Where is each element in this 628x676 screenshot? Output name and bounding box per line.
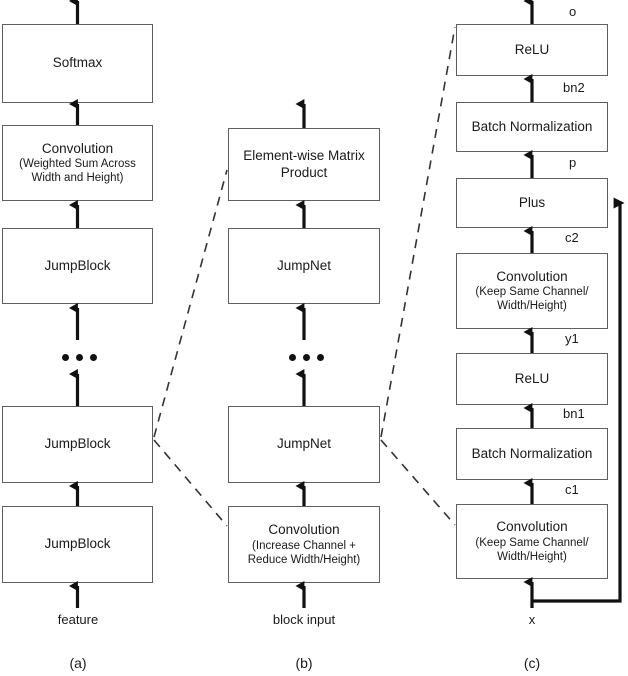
ellipsis-dot [289, 354, 296, 361]
edge-label-bn2: bn2 [563, 80, 585, 95]
node-label: JumpBlock [44, 257, 111, 273]
input-label-feature: feature [57, 612, 99, 627]
node-jumpblock-bottom[interactable]: JumpBlock [2, 506, 153, 583]
edge-label-c2: c2 [565, 230, 579, 245]
node-jumpnet-bottom[interactable]: JumpNet [228, 406, 380, 483]
node-sublabel-line2: Width/Height) [497, 550, 567, 563]
node-jumpblock-top[interactable]: JumpBlock [2, 228, 153, 304]
ellipsis-column-b [289, 354, 324, 361]
input-label-x: x [528, 612, 536, 627]
column-caption-c: (c) [523, 655, 541, 671]
node-convolution-keep-same-1[interactable]: Convolution (Keep Same Channel/ Width/He… [456, 504, 608, 579]
edge-label-c1: c1 [565, 482, 579, 497]
ellipsis-dot [303, 354, 310, 361]
node-plus[interactable]: Plus [456, 178, 608, 228]
node-sublabel-line1: (Weighted Sum Across [19, 158, 136, 171]
node-label: Batch Normalization [471, 445, 593, 461]
node-batch-normalization-2[interactable]: Batch Normalization [456, 102, 608, 152]
node-label: ReLU [514, 370, 550, 386]
ellipsis-dot [317, 354, 324, 361]
node-relu-1[interactable]: ReLU [456, 353, 608, 405]
node-jumpnet-top[interactable]: JumpNet [228, 228, 380, 304]
callout-b-to-c-upper [380, 26, 456, 438]
column-caption-a: (a) [69, 655, 87, 671]
node-label: Convolution [496, 268, 568, 284]
node-label-line2: Product [280, 164, 328, 180]
node-batch-normalization-1[interactable]: Batch Normalization [456, 428, 608, 480]
node-sublabel-line2: Width/Height) [497, 300, 567, 313]
edge-label-bn1: bn1 [563, 406, 585, 421]
node-label: JumpNet [276, 436, 332, 452]
ellipsis-dot [62, 354, 69, 361]
input-label-block-input: block input [272, 612, 336, 627]
callout-b-to-c-lower [380, 439, 456, 526]
node-label: Batch Normalization [471, 118, 593, 134]
node-convolution-keep-same-2[interactable]: Convolution (Keep Same Channel/ Width/He… [456, 253, 608, 329]
node-softmax[interactable]: Softmax [2, 24, 153, 103]
edge-label-p: p [569, 155, 577, 170]
node-convolution-increase-channel[interactable]: Convolution (Increase Channel + Reduce W… [228, 506, 380, 583]
edge-label-o: o [569, 4, 577, 19]
node-sublabel-line2: Width and Height) [31, 172, 124, 185]
ellipsis-column-a [62, 354, 97, 361]
callout-a-to-b-upper [153, 169, 228, 438]
node-label: JumpNet [276, 257, 332, 273]
ellipsis-dot [76, 354, 83, 361]
node-label: JumpBlock [44, 536, 111, 552]
column-caption-b: (b) [295, 655, 313, 671]
node-label: Convolution [268, 522, 340, 538]
node-label: Element-wise Matrix [243, 148, 365, 164]
node-label: ReLU [514, 41, 550, 57]
node-jumpblock-middle[interactable]: JumpBlock [2, 406, 153, 483]
node-sublabel-line2: Reduce Width/Height) [247, 553, 361, 566]
node-convolution-weighted-sum[interactable]: Convolution (Weighted Sum Across Width a… [2, 125, 153, 201]
node-sublabel-line1: (Keep Same Channel/ [475, 536, 589, 549]
node-sublabel-line1: (Increase Channel + [252, 539, 356, 552]
node-label: Convolution [496, 519, 568, 535]
node-label: JumpBlock [44, 436, 111, 452]
node-elementwise-matrix-product[interactable]: Element-wise Matrix Product [228, 128, 380, 201]
node-label: Plus [518, 194, 546, 210]
node-sublabel-line1: (Keep Same Channel/ [475, 286, 589, 299]
node-label: Convolution [41, 140, 114, 156]
node-relu-output[interactable]: ReLU [456, 24, 608, 76]
callout-a-to-b-lower [153, 439, 228, 527]
edge-label-y1: y1 [565, 331, 579, 346]
node-label: Softmax [52, 55, 103, 71]
ellipsis-dot [90, 354, 97, 361]
